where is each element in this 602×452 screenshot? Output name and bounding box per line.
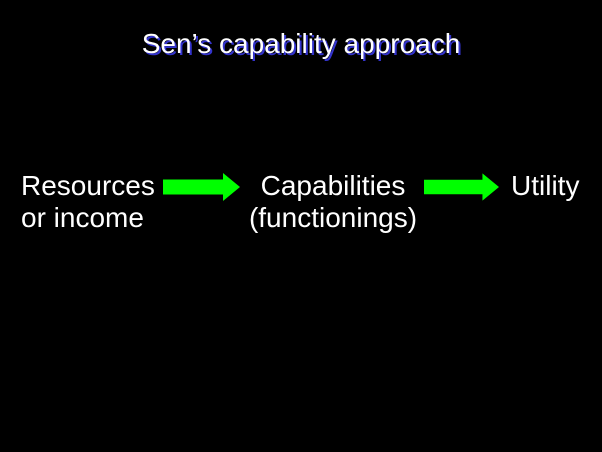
flow-node-capabilities-line2: (functionings) (248, 202, 418, 233)
flow-node-resources-line1: Resources (21, 170, 155, 201)
arrow-right-icon (424, 173, 499, 201)
flow-node-utility: Utility (511, 170, 579, 202)
flow-node-resources-line2: or income (21, 202, 144, 233)
flow-node-capabilities-line1: Capabilities (260, 170, 406, 201)
flow-node-utility-line1: Utility (511, 170, 580, 201)
flow-node-capabilities: Capabilities (functionings) (249, 170, 417, 234)
slide-title: Sen’s capability approach (141, 28, 461, 59)
flow-node-resources: Resources or income (21, 170, 155, 234)
arrow-right-icon (163, 173, 240, 201)
